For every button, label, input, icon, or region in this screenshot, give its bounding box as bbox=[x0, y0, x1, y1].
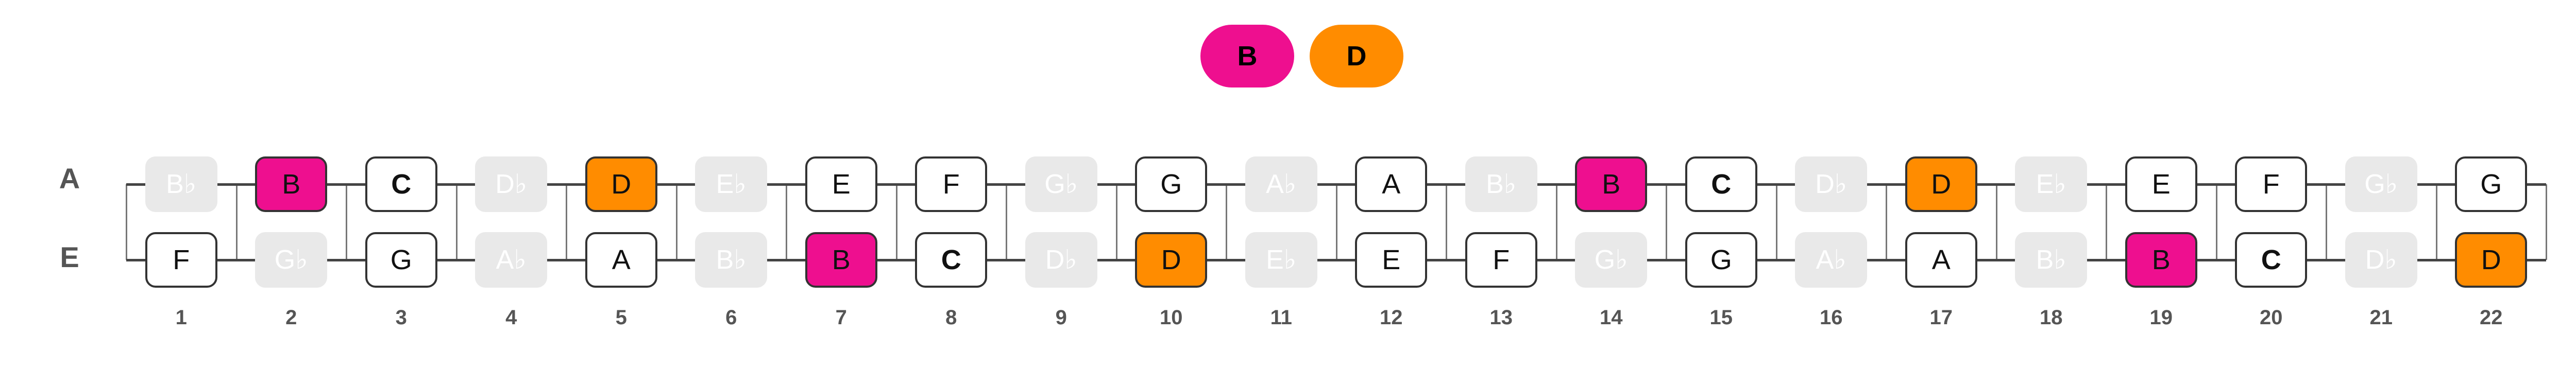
note-e-fret-9[interactable]: D♭ bbox=[1025, 232, 1097, 288]
note-e-fret-15[interactable]: G bbox=[1685, 232, 1757, 288]
note-e-fret-8[interactable]: C bbox=[915, 232, 988, 288]
note-e-fret-10[interactable]: D bbox=[1135, 232, 1208, 288]
note-a-fret-21[interactable]: G♭ bbox=[2345, 156, 2417, 212]
note-a-fret-22[interactable]: G bbox=[2455, 156, 2528, 212]
note-a-fret-6[interactable]: E♭ bbox=[695, 156, 768, 212]
fret-number: 16 bbox=[1820, 306, 1843, 329]
note-e-fret-5[interactable]: A bbox=[585, 232, 657, 288]
note-a-fret-1[interactable]: B♭ bbox=[145, 156, 217, 212]
fret-line bbox=[566, 184, 567, 260]
fret-number: 15 bbox=[1709, 306, 1733, 329]
note-e-fret-3[interactable]: G bbox=[365, 232, 437, 288]
note-e-fret-19[interactable]: B bbox=[2125, 232, 2197, 288]
note-a-fret-9[interactable]: G♭ bbox=[1025, 156, 1097, 212]
note-a-fret-20[interactable]: F bbox=[2235, 156, 2308, 212]
fret-number: 5 bbox=[615, 306, 627, 329]
fret-line bbox=[2106, 184, 2107, 260]
fret-line bbox=[786, 184, 787, 260]
fret-number: 19 bbox=[2149, 306, 2173, 329]
note-a-fret-17[interactable]: D bbox=[1905, 156, 1977, 212]
note-a-fret-19[interactable]: E bbox=[2125, 156, 2197, 212]
note-a-fret-15[interactable]: C bbox=[1685, 156, 1757, 212]
fret-line bbox=[2546, 184, 2547, 260]
string-label-e: E bbox=[60, 241, 79, 273]
note-a-fret-2[interactable]: B bbox=[255, 156, 328, 212]
fret-number: 17 bbox=[1929, 306, 1953, 329]
note-a-fret-13[interactable]: B♭ bbox=[1465, 156, 1537, 212]
note-e-fret-18[interactable]: B♭ bbox=[2015, 232, 2088, 288]
fret-number: 3 bbox=[395, 306, 407, 329]
note-a-fret-4[interactable]: D♭ bbox=[475, 156, 548, 212]
note-a-fret-7[interactable]: E bbox=[805, 156, 877, 212]
fret-line bbox=[455, 184, 457, 260]
note-e-fret-22[interactable]: D bbox=[2455, 232, 2528, 288]
note-e-fret-6[interactable]: B♭ bbox=[695, 232, 768, 288]
fret-number: 10 bbox=[1160, 306, 1183, 329]
note-a-fret-18[interactable]: E♭ bbox=[2015, 156, 2088, 212]
note-e-fret-2[interactable]: G♭ bbox=[255, 232, 328, 288]
fret-line bbox=[1666, 184, 1667, 260]
note-e-fret-21[interactable]: D♭ bbox=[2345, 232, 2417, 288]
note-a-fret-11[interactable]: A♭ bbox=[1245, 156, 1317, 212]
fret-line bbox=[1006, 184, 1007, 260]
note-e-fret-14[interactable]: G♭ bbox=[1575, 232, 1648, 288]
fret-number: 22 bbox=[2480, 306, 2503, 329]
fret-number: 12 bbox=[1380, 306, 1403, 329]
fret-line bbox=[346, 184, 347, 260]
fret-line bbox=[1226, 184, 1227, 260]
note-e-fret-11[interactable]: E♭ bbox=[1245, 232, 1317, 288]
note-a-fret-3[interactable]: C bbox=[365, 156, 437, 212]
nut bbox=[126, 184, 127, 260]
fret-number: 9 bbox=[1055, 306, 1067, 329]
fret-line bbox=[895, 184, 897, 260]
fret-number: 8 bbox=[945, 306, 957, 329]
fret-number: 13 bbox=[1489, 306, 1513, 329]
note-a-fret-8[interactable]: F bbox=[915, 156, 988, 212]
fret-line bbox=[2435, 184, 2437, 260]
note-a-fret-10[interactable]: G bbox=[1135, 156, 1208, 212]
fret-number: 14 bbox=[1600, 306, 1623, 329]
fret-line bbox=[1446, 184, 1447, 260]
fret-number: 11 bbox=[1270, 306, 1292, 329]
note-a-fret-14[interactable]: B bbox=[1575, 156, 1648, 212]
fret-number: 21 bbox=[2369, 306, 2393, 329]
fret-number: 4 bbox=[505, 306, 517, 329]
note-e-fret-12[interactable]: E bbox=[1355, 232, 1428, 288]
fret-line bbox=[235, 184, 238, 260]
fret-line bbox=[1886, 184, 1887, 260]
fret-number: 1 bbox=[175, 306, 187, 329]
fret-number: 7 bbox=[835, 306, 847, 329]
fret-number: 2 bbox=[285, 306, 297, 329]
legend-d: D bbox=[1310, 25, 1403, 87]
string-line-a bbox=[126, 183, 2546, 186]
note-a-fret-12[interactable]: A bbox=[1355, 156, 1428, 212]
fret-number: 20 bbox=[2260, 306, 2283, 329]
string-label-a: A bbox=[59, 162, 80, 195]
note-e-fret-13[interactable]: F bbox=[1465, 232, 1537, 288]
fret-line bbox=[1115, 184, 1117, 260]
note-a-fret-5[interactable]: D bbox=[585, 156, 657, 212]
fret-number: 6 bbox=[725, 306, 737, 329]
string-line-e bbox=[126, 259, 2546, 261]
fret-line bbox=[1335, 184, 1337, 260]
note-a-fret-16[interactable]: D♭ bbox=[1795, 156, 1868, 212]
note-e-fret-1[interactable]: F bbox=[145, 232, 217, 288]
fret-line bbox=[2326, 184, 2327, 260]
note-e-fret-7[interactable]: B bbox=[805, 232, 877, 288]
legend-b: B bbox=[1200, 25, 1294, 87]
note-e-fret-16[interactable]: A♭ bbox=[1795, 232, 1868, 288]
fret-line bbox=[675, 184, 677, 260]
note-e-fret-20[interactable]: C bbox=[2235, 232, 2308, 288]
fret-line bbox=[1995, 184, 1997, 260]
note-e-fret-4[interactable]: A♭ bbox=[475, 232, 548, 288]
fret-number: 18 bbox=[2040, 306, 2063, 329]
fret-line bbox=[1775, 184, 1777, 260]
fret-line bbox=[2215, 184, 2217, 260]
fret-line bbox=[1555, 184, 1557, 260]
note-e-fret-17[interactable]: A bbox=[1905, 232, 1977, 288]
